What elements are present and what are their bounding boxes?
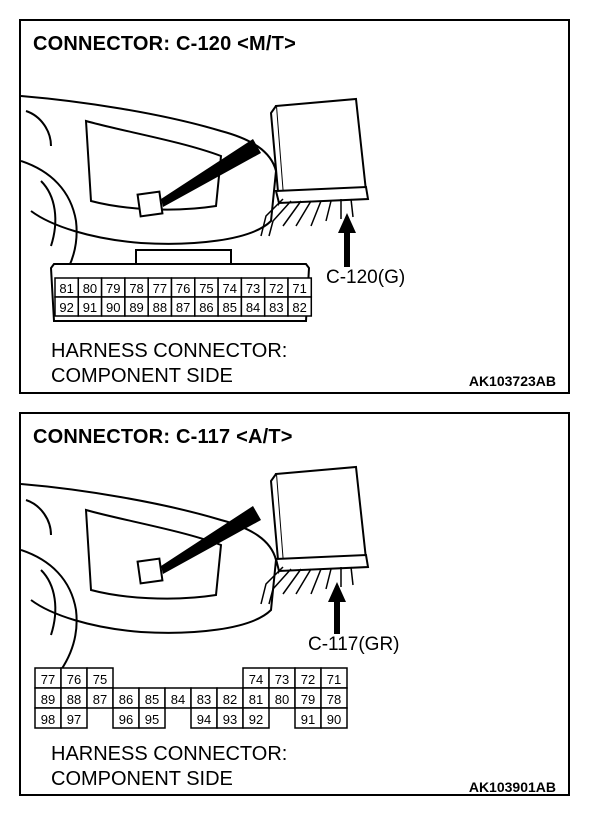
panel-title: CONNECTOR: C-120 <M/T> (33, 33, 296, 55)
pin-label: 84 (246, 300, 260, 315)
pin-label: 89 (41, 692, 55, 707)
pin-label: 87 (176, 300, 190, 315)
pin-label: 74 (223, 281, 237, 296)
pin-label: 74 (249, 672, 263, 687)
pin-label: 82 (292, 300, 306, 315)
pin-label: 72 (301, 672, 315, 687)
pin-label: 89 (129, 300, 143, 315)
pin-label: 76 (176, 281, 190, 296)
pin-cell (287, 296, 313, 317)
pin-label: 95 (145, 712, 159, 727)
footer-caption: HARNESS CONNECTOR: COMPONENT SIDE (51, 339, 287, 389)
dashboard-illustration: 81 80 79 78 77 76 75 74 73 72 71 92 91 90 89 88 87 86 85 84… (21, 95, 370, 322)
pin-label: 90 (106, 300, 120, 315)
pin-label: 81 (249, 692, 263, 707)
pin-grid: 77 76 75 74 73 72 71 89 88 87 86 85 84 83 82 81 80 79 78 98… (34, 667, 348, 729)
footer-line-1: HARNESS CONNECTOR: (51, 743, 288, 765)
pin-label: 90 (327, 712, 341, 727)
pin-label: 79 (301, 692, 315, 707)
pin-label: 86 (119, 692, 133, 707)
pin-label: 83 (197, 692, 211, 707)
pin-label: 84 (171, 692, 185, 707)
pin-label: 98 (41, 712, 55, 727)
pin-label: 77 (41, 672, 55, 687)
footer-line-1: HARNESS CONNECTOR: (51, 340, 288, 362)
pin-label: 92 (249, 712, 263, 727)
pin-cell (320, 707, 348, 729)
pin-cell (138, 707, 166, 729)
pin-label: 96 (119, 712, 133, 727)
pin-label: 82 (223, 692, 237, 707)
pin-label: 75 (199, 281, 213, 296)
pin-label: 93 (223, 712, 237, 727)
pin-label: 79 (106, 281, 120, 296)
pin-label: 76 (67, 672, 81, 687)
pin-label: 71 (292, 281, 306, 296)
pin-label: 72 (269, 281, 283, 296)
footer-caption: HARNESS CONNECTOR: COMPONENT SIDE (51, 742, 287, 792)
footer-line-2: COMPONENT SIDE (51, 365, 233, 387)
pin-label: 80 (275, 692, 289, 707)
pin-label: 85 (145, 692, 159, 707)
pin-grid: 81 80 79 78 77 76 75 74 73 72 71 92 91 90 89 88 87 86 85 84… (54, 277, 313, 317)
connector-panel-c117: CONNECTOR: C-117 <A/T> 77 76 75 74 73 72 (19, 412, 570, 796)
pin-label: 88 (153, 300, 167, 315)
pin-cell (242, 707, 270, 729)
figure-code: AK103723AB (468, 373, 556, 389)
connector-panel-c120: CONNECTOR: C-120 <M/T> (19, 19, 570, 394)
figure-code: AK103901AB (468, 779, 556, 795)
pin-label: 87 (93, 692, 107, 707)
connector-callout: C-120(G) (326, 267, 406, 288)
pin-label: 91 (83, 300, 97, 315)
pin-label: 85 (223, 300, 237, 315)
pin-label: 77 (153, 281, 167, 296)
footer-line-2: COMPONENT SIDE (51, 768, 233, 790)
pin-label: 88 (67, 692, 81, 707)
pin-label: 78 (129, 281, 143, 296)
pin-label: 80 (83, 281, 97, 296)
pin-label: 91 (301, 712, 315, 727)
pin-label: 75 (93, 672, 107, 687)
connector-callout: C-117(GR) (308, 634, 400, 655)
dashboard-illustration: 77 76 75 74 73 72 71 89 88 87 86 85 84 83 82 81 80 79 78 98… (21, 465, 370, 729)
pin-label: 71 (327, 672, 341, 687)
pin-label: 78 (327, 692, 341, 707)
pin-label: 94 (197, 712, 211, 727)
pin-label: 92 (59, 300, 73, 315)
panel-title: CONNECTOR: C-117 <A/T> (33, 426, 293, 448)
pin-label: 83 (269, 300, 283, 315)
pin-cell (60, 707, 88, 729)
pin-label: 81 (59, 281, 73, 296)
pin-label: 73 (275, 672, 289, 687)
pin-label: 73 (246, 281, 260, 296)
pin-label: 86 (199, 300, 213, 315)
pin-label: 97 (67, 712, 81, 727)
